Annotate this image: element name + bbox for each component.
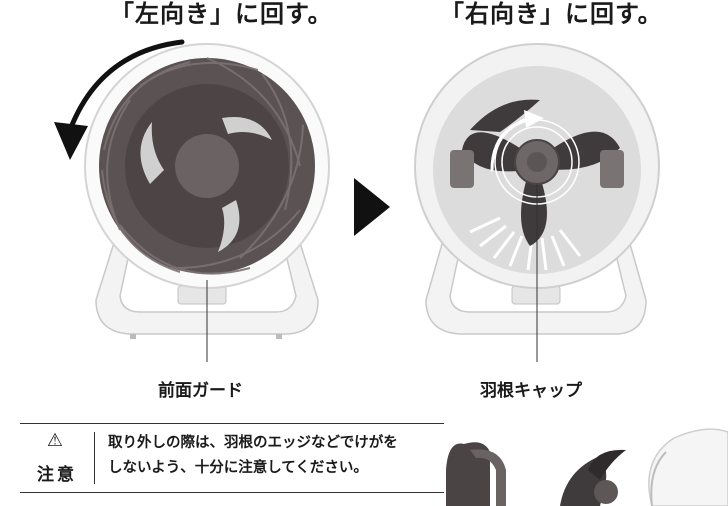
caution-note: ⚠ 注意 取り外しの際は、羽根のエッジなどでけがを しないよう、十分に注意してく… xyxy=(20,423,444,493)
fan-housing xyxy=(414,43,660,289)
warning-triangle-icon: ⚠ xyxy=(46,430,64,451)
caution-divider xyxy=(94,432,95,484)
caution-line-2: しないよう、十分に注意してください。 xyxy=(108,460,368,476)
caution-line-1: 取り外しの際は、羽根のエッジなどでけがを xyxy=(108,435,398,451)
caution-word: 注意 xyxy=(37,465,77,485)
right-rotation-arrow-icon xyxy=(490,110,544,172)
front-guard-label: 前面ガード xyxy=(158,381,243,401)
fan-cap-label: 羽根キャップ xyxy=(480,381,582,401)
right-heading: 「右向き」に回す。 xyxy=(440,0,663,28)
left-rotation-arrow-icon xyxy=(54,39,185,160)
caution-text: 取り外しの際は、羽根のエッジなどでけがを しないよう、十分に注意してください。 xyxy=(108,431,448,481)
front-guard xyxy=(84,43,330,289)
left-heading: 「左向き」に回す。 xyxy=(110,0,333,28)
parts-photo xyxy=(446,428,728,506)
